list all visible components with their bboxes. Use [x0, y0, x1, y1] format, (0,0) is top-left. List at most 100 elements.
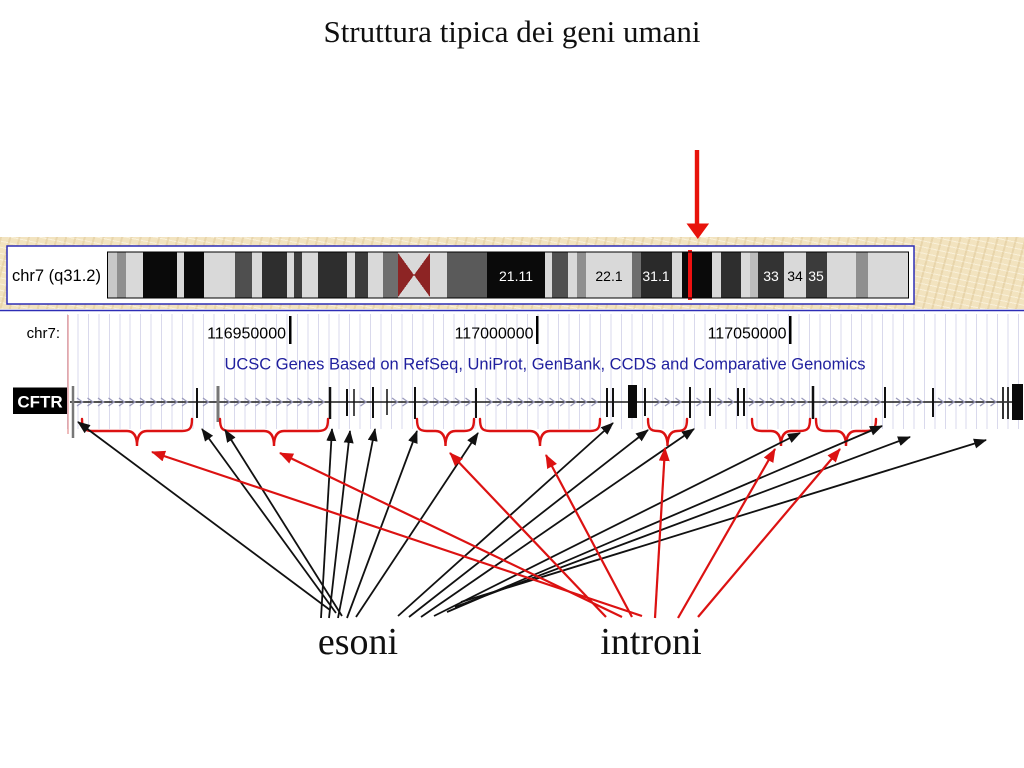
- ideogram-band-label: 22.1: [595, 268, 622, 284]
- ideogram-band: [672, 252, 682, 298]
- direction-chevron-icon: [496, 397, 504, 407]
- ideogram-band-label: 35: [808, 268, 824, 284]
- ideogram-band: [741, 252, 750, 298]
- ideogram-band: [355, 252, 368, 298]
- exon-arrow: [408, 429, 649, 618]
- ideogram-band: [487, 252, 545, 298]
- direction-chevron-icon: [790, 397, 798, 407]
- track-title: UCSC Genes Based on RefSeq, UniProt, Gen…: [224, 356, 865, 374]
- chromosome-label: chr7 (q31.2): [12, 267, 101, 285]
- direction-chevron-icon: [423, 397, 431, 407]
- direction-chevron-icon: [549, 397, 557, 407]
- direction-chevron-icon: [202, 397, 210, 407]
- ideogram-band: [545, 252, 552, 298]
- direction-chevron-icon: [444, 397, 452, 407]
- ideogram-band: [318, 252, 347, 298]
- cftr-gene-track: [70, 384, 1023, 438]
- direction-chevron-icon: [696, 397, 704, 407]
- direction-chevron-icon: [916, 397, 924, 407]
- direction-chevron-icon: [654, 397, 662, 407]
- direction-chevron-icon: [255, 397, 263, 407]
- exon-arrow: [433, 432, 801, 617]
- direction-chevron-icon: [769, 397, 777, 407]
- ideogram-inner-border: [107, 251, 909, 299]
- ideogram-band: [577, 252, 586, 298]
- exon-arrow: [201, 428, 337, 614]
- direction-chevron-icon: [517, 397, 525, 407]
- ideogram-band: [430, 252, 447, 298]
- browser-gridlines: [67, 314, 1019, 434]
- gene-name-label: CFTR: [17, 393, 62, 412]
- ideogram-band: [383, 252, 398, 298]
- direction-chevron-icon: [832, 397, 840, 407]
- direction-chevron-icon: [664, 397, 672, 407]
- intron-brace: [750, 417, 812, 447]
- direction-chevron-icon: [234, 397, 242, 407]
- exon-block: [628, 385, 637, 418]
- intron-arrow: [151, 450, 643, 618]
- ideogram-band-label: 31.1: [642, 268, 669, 284]
- ideogram-band: [117, 252, 126, 298]
- ideogram-band: [126, 252, 143, 298]
- gene-name-box: [13, 387, 67, 414]
- intron-arrow: [653, 447, 670, 619]
- pointer-arrow-shaft: [694, 150, 700, 225]
- ideogram-band-label: 21.11: [499, 268, 533, 284]
- direction-chevron-icon: [801, 397, 809, 407]
- direction-chevron-icon: [559, 397, 567, 407]
- ideogram-band: [204, 252, 235, 298]
- position-chrom-label: chr7:: [27, 325, 60, 342]
- chromosome-ideogram: 21.11 22.1 31.1 33 34 35: [108, 250, 908, 300]
- coordinate-ruler: chr7: 116950000 117000000 117050000: [27, 325, 787, 343]
- ideogram-band: [143, 252, 177, 298]
- direction-chevron-icon: [265, 397, 273, 407]
- exon-arrow: [460, 438, 987, 603]
- direction-chevron-icon: [507, 397, 515, 407]
- direction-chevron-icon: [727, 397, 735, 407]
- ideogram-band: [235, 252, 252, 298]
- direction-chevron-icon: [969, 397, 977, 407]
- direction-chevron-icon: [591, 397, 599, 407]
- direction-chevron-icon: [307, 397, 315, 407]
- exon-arrow: [346, 430, 418, 619]
- direction-chevron-icon: [465, 397, 473, 407]
- intron-arrow: [449, 452, 607, 618]
- direction-chevron-icon: [150, 397, 158, 407]
- ideogram-band: [586, 252, 632, 298]
- direction-chevron-icon: [748, 397, 756, 407]
- position-marker-line: [688, 250, 692, 300]
- direction-chevron-icon: [570, 397, 578, 407]
- ideogram-band: [447, 252, 487, 298]
- ideogram-band-label: 34: [787, 268, 803, 284]
- ideogram-band: [287, 252, 294, 298]
- ideogram-band: [712, 252, 721, 298]
- exon-arrow: [454, 436, 911, 608]
- intron-arrow: [279, 452, 623, 618]
- direction-chevron-icon: [822, 397, 830, 407]
- exon-arrow: [224, 429, 343, 617]
- intron-arrow: [697, 448, 841, 618]
- ideogram-band: [347, 252, 355, 298]
- pointer-arrowhead-icon: [686, 223, 710, 239]
- direction-chevron-icon: [486, 397, 494, 407]
- ideogram-band: [177, 252, 184, 298]
- intron-arrow: [677, 448, 776, 619]
- direction-chevron-icon: [360, 397, 368, 407]
- exon-arrow: [337, 428, 378, 619]
- centromere-icon: [398, 253, 414, 297]
- ideogram-band: [784, 252, 806, 298]
- exons-label: esoni: [317, 621, 399, 663]
- coordinate-label: 117000000: [455, 326, 534, 343]
- exon-arrow: [77, 421, 331, 611]
- ideogram-band: [641, 252, 672, 298]
- direction-chevron-icon: [759, 397, 767, 407]
- direction-chevron-icon: [129, 397, 137, 407]
- direction-chevron-icon: [297, 397, 305, 407]
- direction-chevron-icon: [538, 397, 546, 407]
- direction-chevron-icon: [160, 397, 168, 407]
- direction-chevron-icon: [895, 397, 903, 407]
- ideogram-band-label: 33: [763, 268, 779, 284]
- direction-chevron-icon: [864, 397, 872, 407]
- ideogram-band: [632, 252, 641, 298]
